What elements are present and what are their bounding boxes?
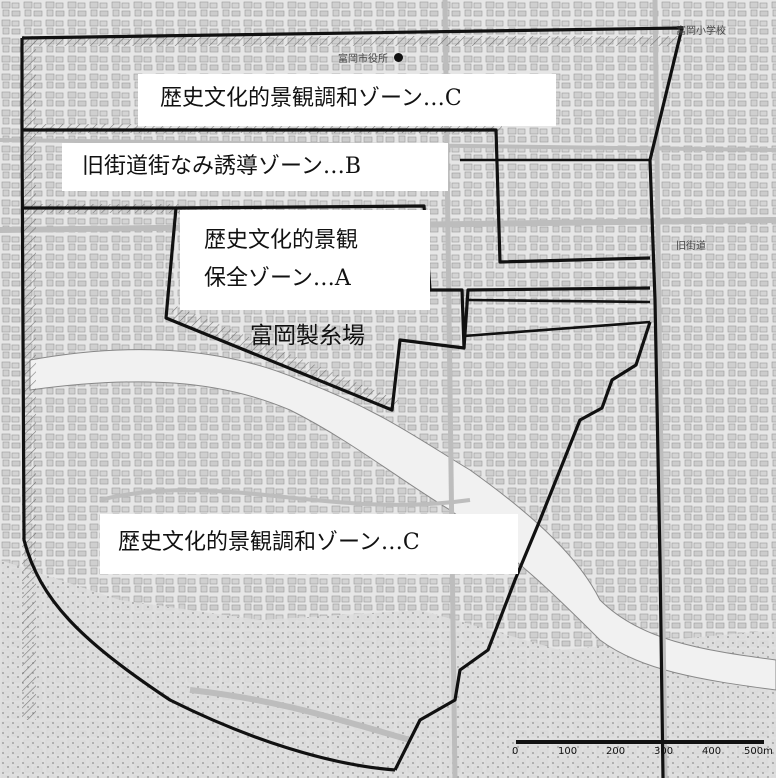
school-label: 富岡小学校 (676, 26, 726, 37)
scale-bar (516, 740, 764, 744)
zone-a-label-line1: 歴史文化的景観 (204, 228, 359, 253)
boundary-left (20, 38, 396, 772)
scale-tick: 100 (558, 746, 578, 757)
boundary-outer (21, 26, 684, 778)
city-hall-marker-icon (394, 53, 403, 62)
zone-a-label: 歴史文化的景観 保全ゾーン…A (180, 210, 430, 310)
silk-mill-label: 富岡製糸場 (250, 323, 365, 349)
scale-tick: 400 (702, 746, 722, 757)
boundary-c-b (22, 128, 651, 264)
zone-boundaries (20, 26, 684, 778)
zone-c-bottom-label: 歴史文化的景観調和ゾーン…C (100, 514, 518, 574)
scale-tick: 500m (744, 746, 773, 757)
old-road-label: 旧街道 (676, 241, 706, 252)
zone-c-top-label: 歴史文化的景観調和ゾーン…C (138, 74, 556, 126)
zone-a-label-line2: 保全ゾーン…A (204, 266, 351, 291)
boundary-southeast (393, 321, 652, 771)
city-hall-label: 富岡市役所 (338, 54, 388, 65)
boundary-a-right (175, 204, 466, 349)
scale-tick: 200 (606, 746, 626, 757)
boundary-b-a (22, 206, 651, 412)
zone-b-label: 旧街道街なみ誘導ゾーン…B (62, 143, 448, 191)
scale-tick: 0 (512, 746, 519, 757)
scale-tick: 300 (654, 746, 674, 757)
rural-area (0, 560, 776, 778)
